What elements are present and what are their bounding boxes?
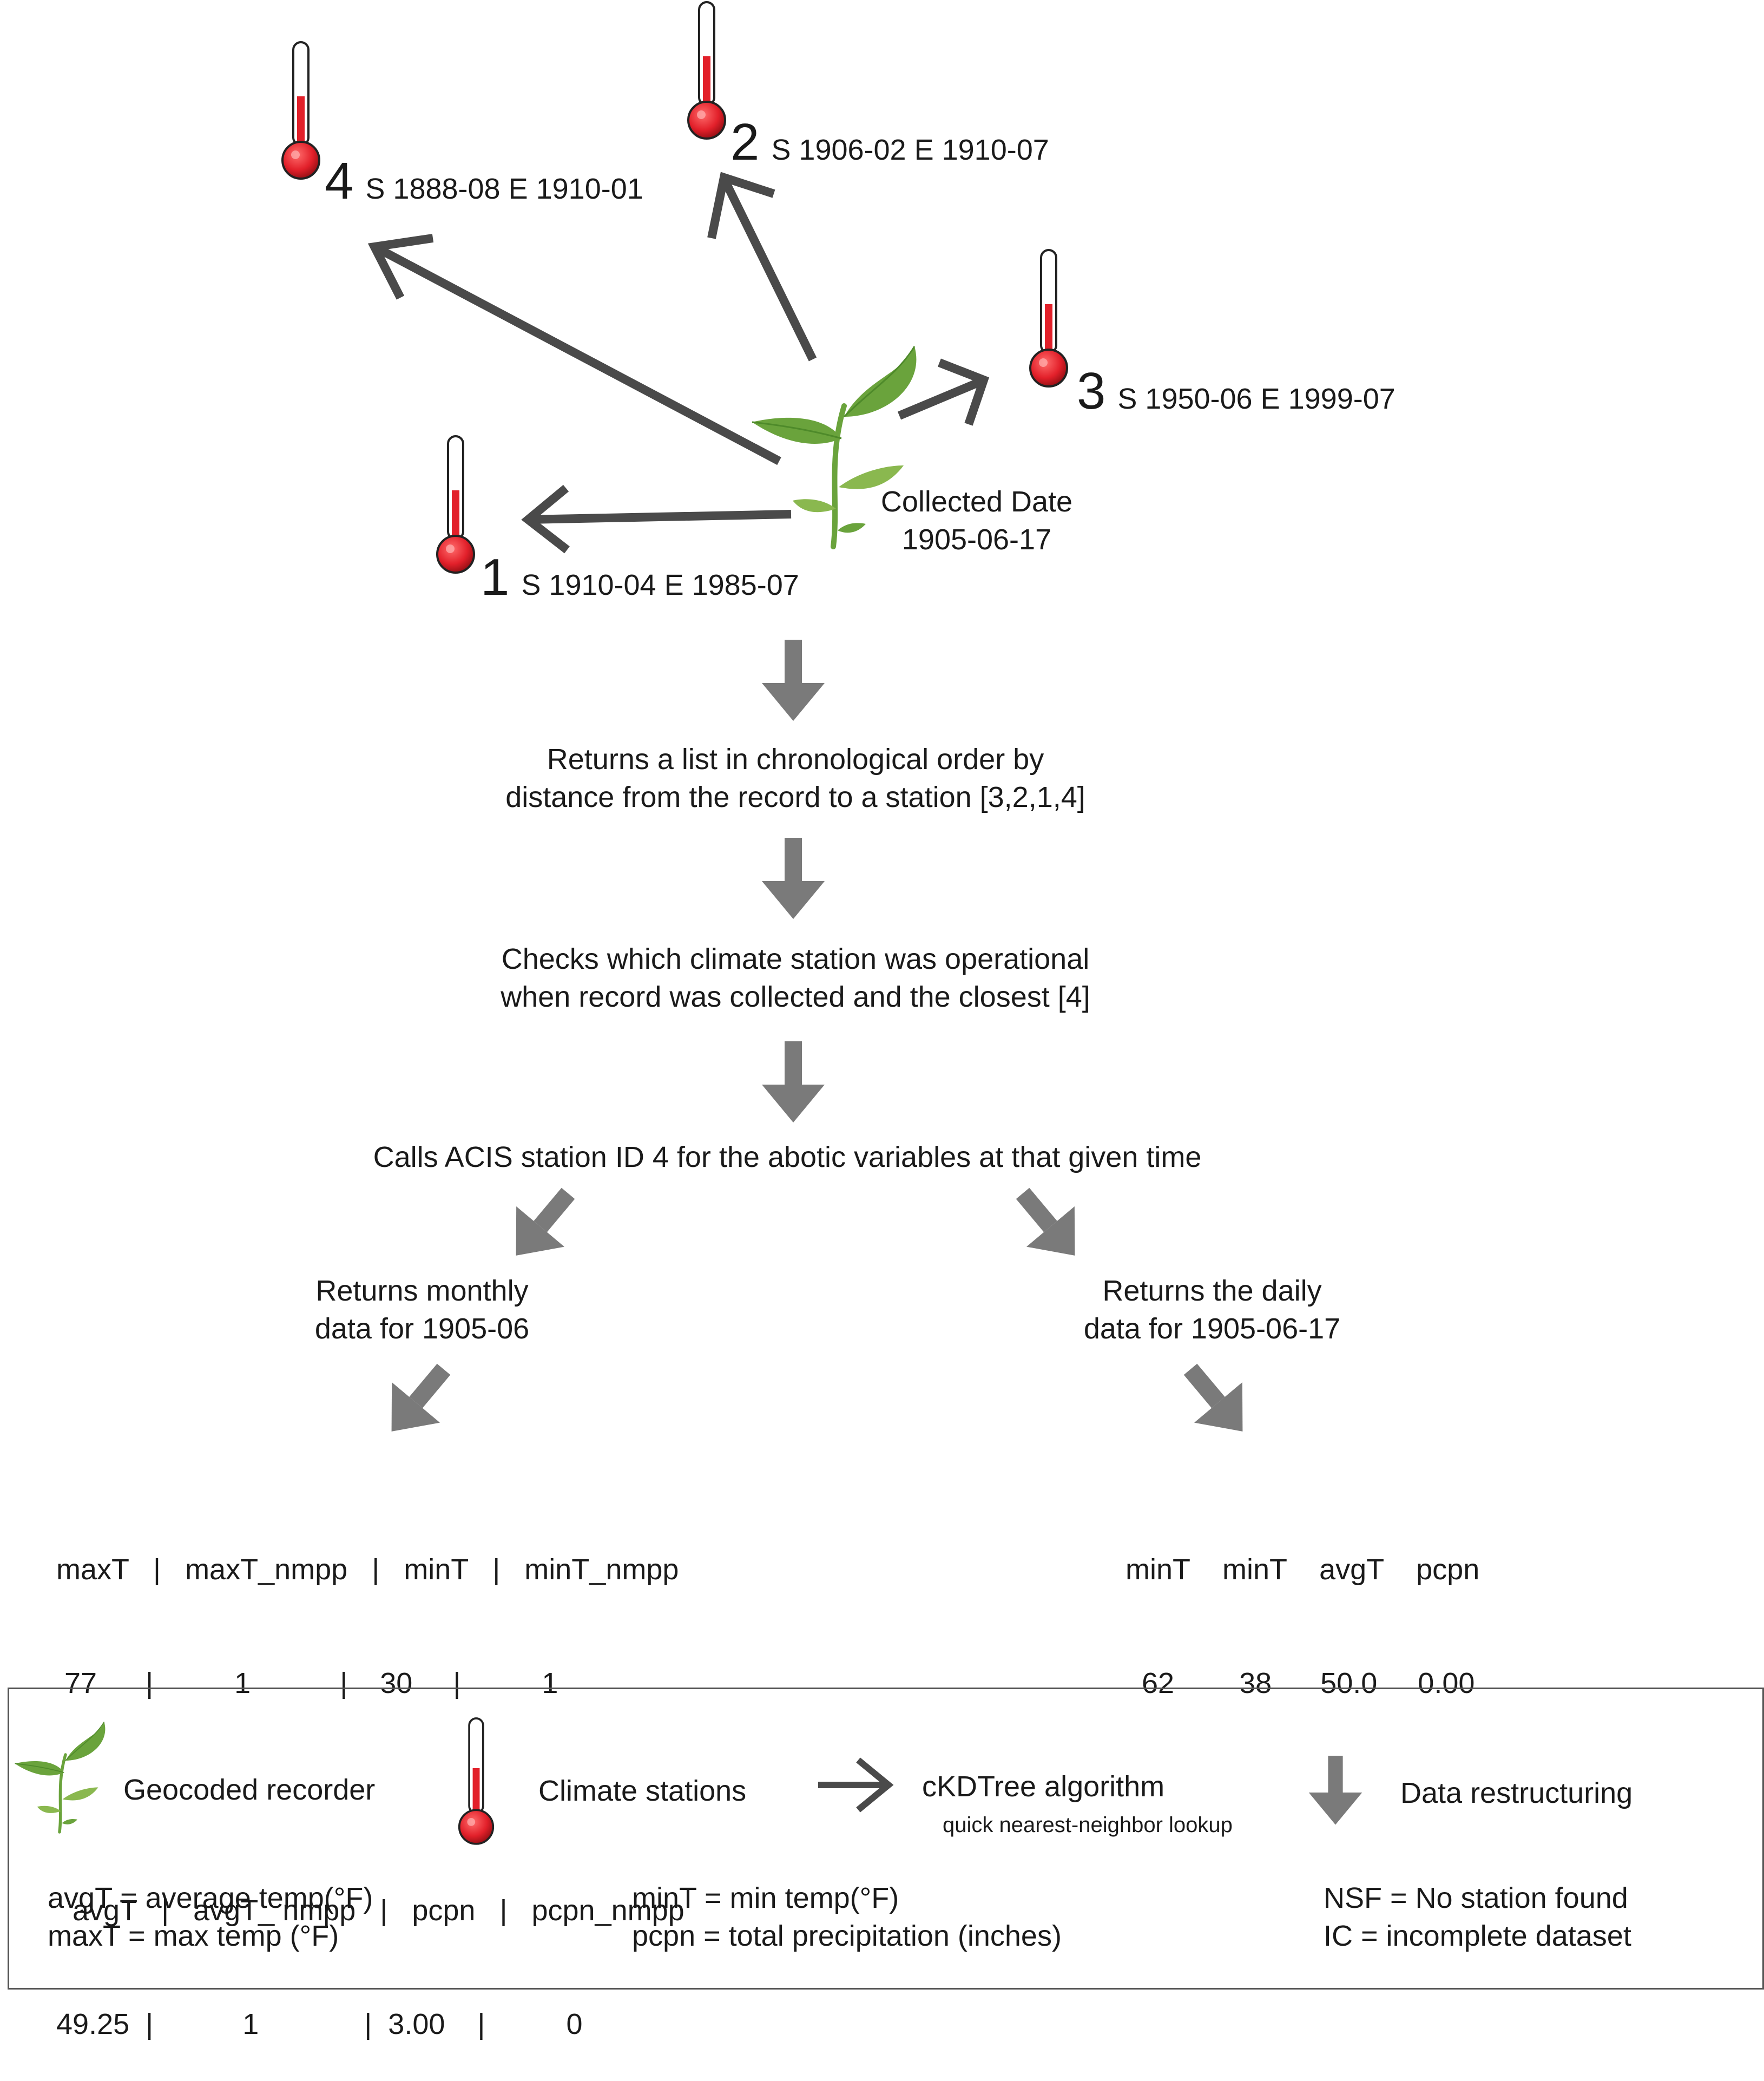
flow-arrow-monthly [492,1173,593,1276]
thermometer-icon-2 [687,1,726,140]
thermometer-icon-1 [436,435,475,574]
legend-ic: IC = incomplete dataset [1324,1920,1631,1952]
legend-chevron-arrow-icon [818,1757,894,1813]
legend-algorithm: cKDTree algorithm [922,1770,1165,1803]
thermometer-icon-3 [1029,249,1068,388]
legend-stations: Climate stations [538,1775,747,1807]
legend-maxT: maxT = max temp (°F) [48,1920,339,1952]
collected-date: Collected Date 1905-06-17 [880,485,1073,556]
flow-arrow-3 [762,1041,825,1122]
flow-arrow-daily [998,1173,1099,1276]
diagram-graphics [0,1,1363,1845]
monthly-row1-vals: 77 | 1 | 30 | 1 [56,1667,558,1699]
flow-arrow-1 [762,640,825,721]
legend-recorder: Geocoded recorder [123,1774,376,1806]
step-list-text: Returns a list in chronological order by… [505,743,1085,813]
legend-restructuring: Data restructuring [1400,1777,1633,1809]
legend-pcpn: pcpn = total precipitation (inches) [632,1920,1062,1952]
step-call-text: Calls ACIS station ID 4 for the abotic v… [373,1141,1202,1173]
flow-arrow-2 [762,838,825,919]
flow-arrow-monthly-table [367,1349,468,1452]
step-daily-text: Returns the daily data for 1905-06-17 [1083,1275,1341,1345]
knn-arrows [367,172,990,554]
monthly-row2-head: avgT | avgT_ nmpp | pcpn | pcpn_nmpp [56,1894,684,1927]
monthly-row2-vals: 49.25 | 1 | 3.00 | 0 [56,2008,583,2040]
step-check-text: Checks which climate station was operati… [501,943,1090,1013]
flow-arrow-daily-table [1166,1349,1267,1452]
legend-avgT: avgT = average temp(°F) [48,1882,373,1914]
daily-vals: 62 38 50.0 0.00 [1125,1667,1475,1699]
monthly-row1-head: maxT | maxT_nmpp | minT | minT_nmpp [56,1553,679,1586]
thermometer-icon-4 [281,41,320,180]
legend-box [8,1688,1764,1990]
legend-minT: minT = min temp(°F) [632,1882,899,1914]
legend-nsf: NSF = No station found [1324,1882,1628,1914]
daily-table: minT minT avgT pcpn 62 38 50.0 0.00 [1125,1475,1479,1740]
step-monthly-text: Returns monthly data for 1905-06 [314,1275,530,1345]
daily-head: minT minT avgT pcpn [1125,1553,1480,1586]
legend-algorithm-sub: quick nearest-neighbor lookup [943,1813,1233,1837]
